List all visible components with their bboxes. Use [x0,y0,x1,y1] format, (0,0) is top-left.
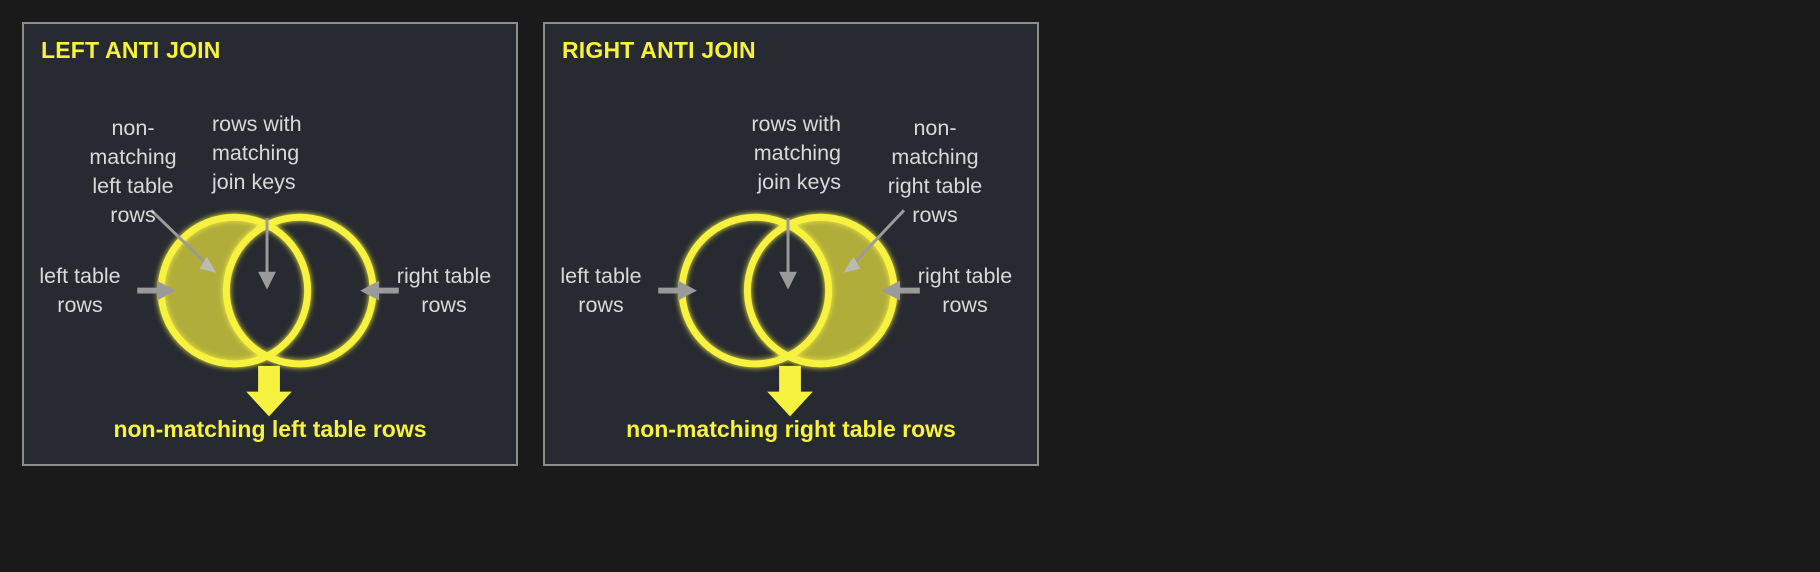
leader-line-matching [258,218,276,290]
leader-line-matching [779,218,797,290]
arrow-right-table-rows [360,280,399,301]
panel-title: LEFT ANTI JOIN [41,37,221,63]
panel-title: RIGHT ANTI JOIN [562,37,756,63]
label-left-table-rows: left table rows [39,264,121,317]
panel-left-anti-join: LEFT ANTI JOIN [22,22,518,466]
label-rows-with-matching-join-keys: rows with matching join keys [212,112,302,194]
result-caption: non-matching left table rows [113,416,427,442]
venn-diagram-right [658,209,920,417]
label-non-matching-right-table-rows: non- matching right table rows [887,116,983,227]
label-right-table-rows: right table rows [917,264,1013,317]
panel-right-anti-join: RIGHT ANTI JOIN [543,22,1039,466]
result-caption: non-matching right table rows [626,416,956,442]
arrow-left-table-rows [658,280,697,301]
label-rows-with-matching-join-keys: rows with matching join keys [751,112,841,194]
venn-diagram-left [137,209,399,417]
label-right-table-rows: right table rows [396,264,492,317]
venn-right-only-fill [747,217,895,364]
down-arrow-icon [246,365,292,417]
label-non-matching-left-table-rows: non- matching left table rows [89,116,177,227]
arrow-left-table-rows [137,280,176,301]
leader-line-non-matching [150,209,217,273]
down-arrow-icon [767,365,813,417]
arrow-right-table-rows [881,280,920,301]
label-left-table-rows: left table rows [560,264,642,317]
leader-line-non-matching [843,209,906,273]
